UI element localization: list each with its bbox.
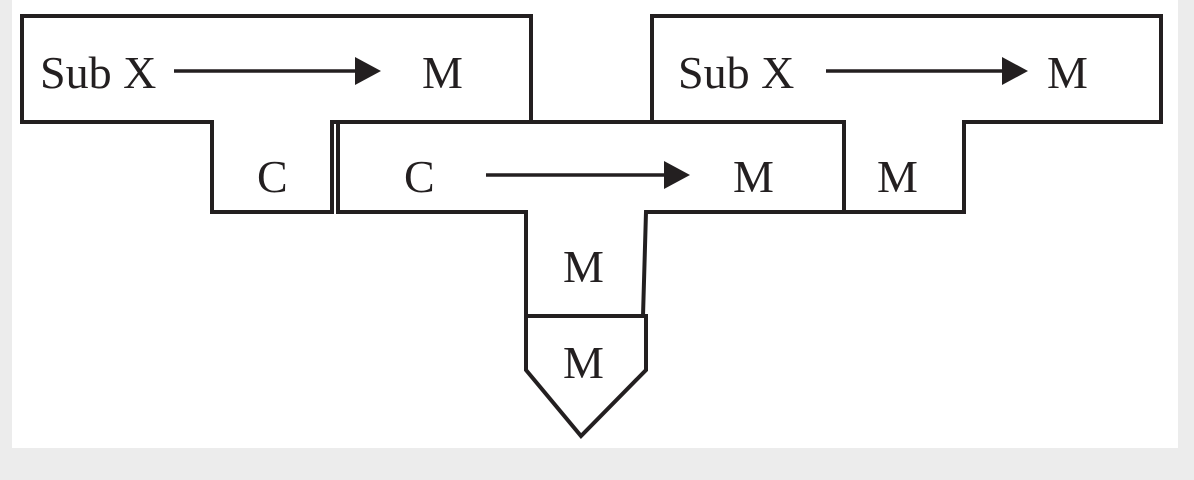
center-stem-label: M	[563, 241, 604, 292]
diagram-panel	[12, 0, 1178, 448]
pointer-label: M	[563, 337, 604, 388]
left-unit: Sub X M C	[20, 14, 533, 214]
right-conversion-arrow	[826, 57, 1028, 85]
right-stem-label: M	[877, 151, 918, 202]
right-substrate-label: Sub X	[678, 47, 794, 98]
left-conversion-arrow	[174, 57, 381, 85]
left-substrate-label: Sub X	[40, 47, 156, 98]
pointer-unit-outline	[524, 314, 648, 439]
left-stem-label: C	[257, 151, 288, 202]
center-conversion-arrow	[486, 161, 690, 189]
pointer-unit: M	[524, 314, 648, 439]
left-unit-outline	[20, 14, 533, 214]
right-unit: Sub X M M	[650, 14, 1163, 214]
right-product-label: M	[1047, 47, 1088, 98]
center-substrate-label: C	[404, 151, 435, 202]
center-product-label: M	[733, 151, 774, 202]
left-product-label: M	[422, 47, 463, 98]
